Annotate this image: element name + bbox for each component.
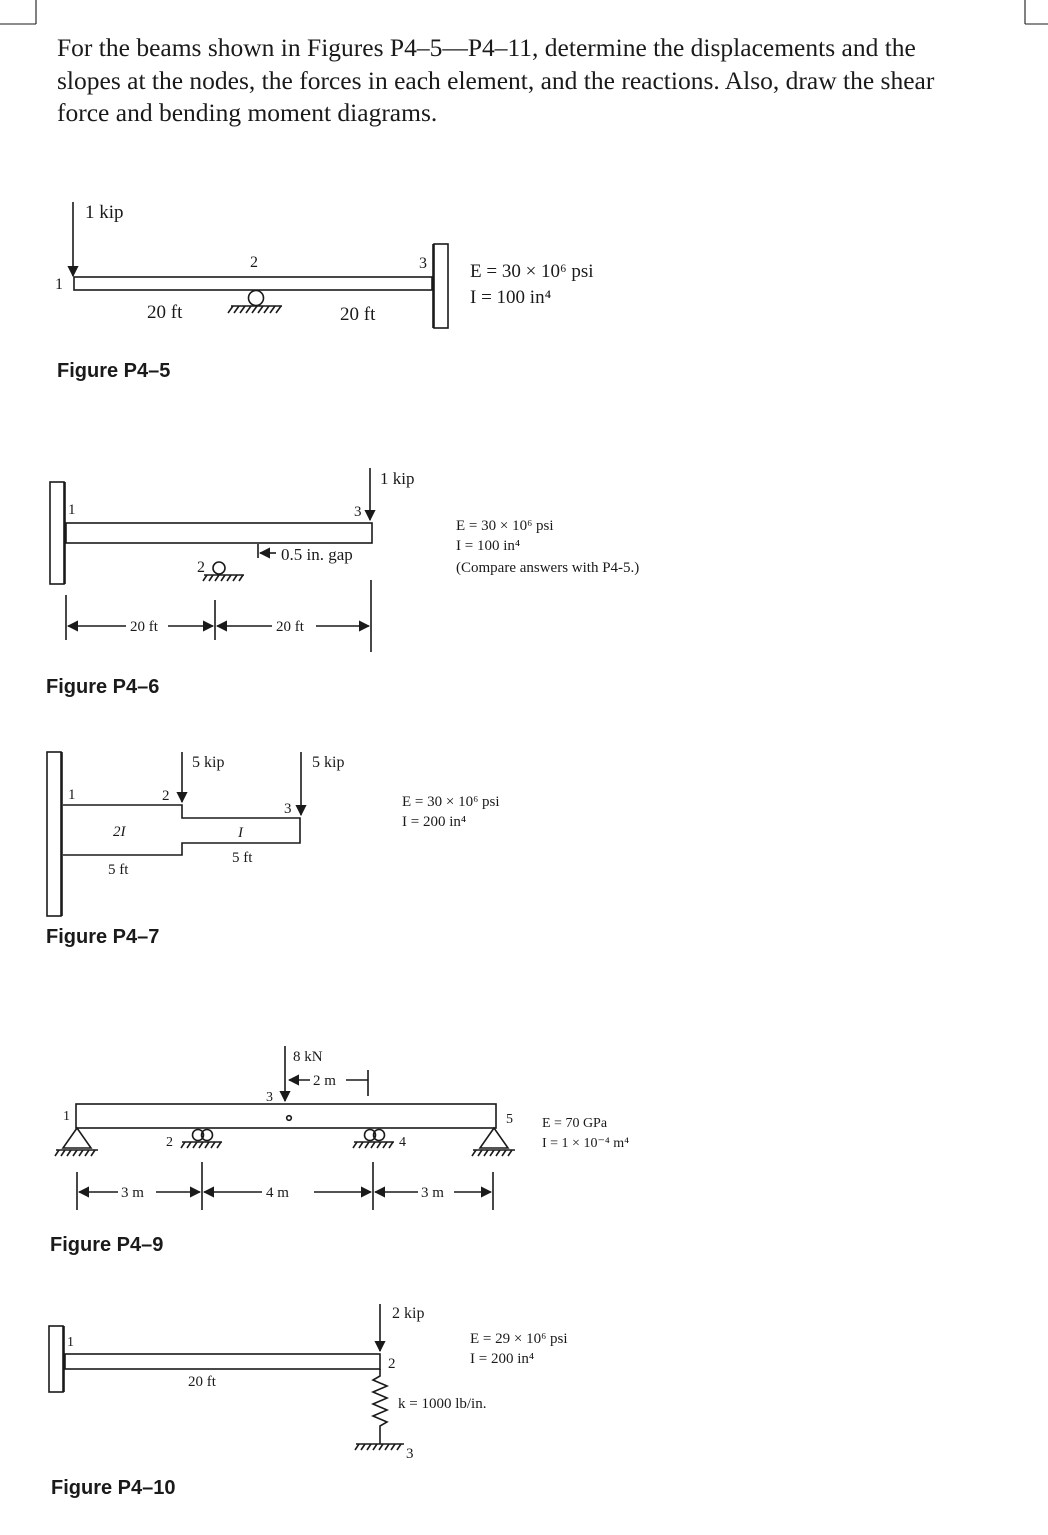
modulus-label: E = 29 × 10⁶ psi [470, 1331, 568, 1347]
inertia-label: I = 100 in⁴ [456, 538, 520, 554]
inertia-label: I = 200 in⁴ [402, 814, 466, 830]
inertia-label: I = 1 × 10⁻⁴ m⁴ [542, 1136, 629, 1151]
span-right-label: 20 ft [276, 619, 305, 635]
modulus-label: E = 70 GPa [542, 1116, 608, 1131]
caption-p4-5: Figure P4–5 [57, 360, 170, 382]
spring-icon [354, 1369, 404, 1451]
span-left-label: 20 ft [130, 619, 159, 635]
problem-line-2: slopes at the nodes, the forces in each … [57, 66, 935, 95]
node-4-label: 4 [399, 1135, 406, 1150]
node-5-label: 5 [506, 1112, 513, 1127]
span-right-label: 20 ft [340, 304, 376, 325]
node-3-label: 3 [284, 801, 292, 817]
beam [64, 1353, 381, 1370]
dimension-line [76, 1162, 494, 1210]
modulus-label: E = 30 × 10⁶ psi [470, 261, 594, 282]
problem-line-3: force and bending moment diagrams. [57, 98, 437, 127]
spring-constant-label: k = 1000 lb/in. [398, 1396, 486, 1412]
inertia-label: I = 200 in⁴ [470, 1351, 534, 1367]
load-label: 8 kN [293, 1049, 323, 1065]
fixed-wall-icon [48, 1325, 65, 1393]
modulus-label: E = 30 × 10⁶ psi [402, 794, 500, 810]
node-1-label: 1 [68, 787, 76, 803]
span-label: 20 ft [188, 1374, 217, 1390]
problem-statement: For the beams shown in Figures P4–5—P4–1… [57, 33, 935, 127]
beam [73, 276, 433, 291]
node-1-label: 1 [67, 1335, 74, 1350]
load-left-label: 5 kip [192, 754, 224, 771]
inertia-right-label: I [237, 825, 244, 841]
roller-support-icon [227, 289, 282, 314]
node-1-label: 1 [68, 502, 76, 518]
node-2-label: 2 [250, 254, 258, 271]
figure-p4-6: 1 2 3 1 kip 0.5 in. gap 20 ft 20 ft E = … [49, 468, 639, 652]
load-label: 1 kip [85, 202, 124, 223]
node-1-label: 1 [63, 1109, 70, 1124]
node-1-label: 1 [55, 276, 63, 293]
fixed-wall-icon [49, 481, 66, 585]
page-corner-marks [0, 0, 1048, 25]
compare-note: (Compare answers with P4-5.) [456, 560, 639, 576]
figure-p4-5: 1 kip 1 2 3 20 ft 20 ft E = 30 × 10⁶ psi… [55, 202, 594, 329]
node-3-label: 3 [419, 255, 427, 272]
node-2-label: 2 [162, 788, 170, 804]
fixed-wall-icon [432, 243, 449, 329]
dimension-line [65, 580, 372, 652]
node-3-label: 3 [354, 504, 362, 520]
node-2-label: 2 [388, 1356, 396, 1372]
load-point-dot [285, 1114, 293, 1122]
caption-p4-10: Figure P4–10 [51, 1477, 176, 1499]
span-right-label: 5 ft [232, 850, 253, 866]
caption-p4-9: Figure P4–9 [50, 1234, 163, 1256]
offset-label: 2 m [313, 1073, 336, 1089]
modulus-label: E = 30 × 10⁶ psi [456, 518, 554, 534]
stepped-beam [63, 804, 301, 856]
pin-support-icon [471, 1126, 515, 1157]
roller-support-icon [180, 1128, 222, 1149]
inertia-label: I = 100 in⁴ [470, 287, 552, 308]
load-label: 1 kip [380, 469, 414, 488]
node-3-label: 3 [266, 1090, 273, 1105]
span-1-label: 3 m [121, 1185, 144, 1201]
figure-p4-10: 1 2 3 2 kip 20 ft E = 29 × 10⁶ psi I = 2… [48, 1304, 568, 1462]
pin-support-icon [54, 1126, 98, 1157]
load-label: 2 kip [392, 1305, 424, 1322]
roller-support-icon [202, 561, 244, 582]
span-2-label: 4 m [266, 1185, 289, 1201]
node-3-label: 3 [406, 1446, 414, 1462]
caption-p4-7: Figure P4–7 [46, 926, 159, 948]
span-left-label: 5 ft [108, 862, 129, 878]
inertia-left-label: 2I [113, 824, 127, 840]
node-2-label: 2 [166, 1135, 173, 1150]
roller-support-icon [352, 1128, 394, 1149]
gap-label: 0.5 in. gap [281, 545, 353, 564]
caption-p4-6: Figure P4–6 [46, 676, 159, 698]
beam [65, 522, 373, 544]
fixed-wall-icon [46, 751, 63, 917]
span-3-label: 3 m [421, 1185, 444, 1201]
figure-p4-9: 1 2 3 4 5 8 kN 2 m [54, 1046, 629, 1210]
beam [75, 1103, 497, 1129]
node-2-label: 2 [197, 559, 205, 576]
span-left-label: 20 ft [147, 302, 183, 323]
figure-p4-7: 1 2 3 5 kip 5 kip 2I I 5 ft 5 ft E = 30 … [46, 751, 500, 917]
load-right-label: 5 kip [312, 754, 344, 771]
problem-line-1: For the beams shown in Figures P4–5—P4–1… [57, 33, 916, 62]
